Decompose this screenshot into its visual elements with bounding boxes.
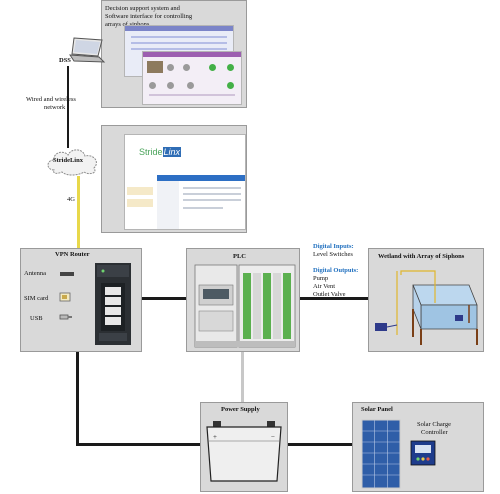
solar-panel-icon: [361, 419, 401, 489]
dss-indicator-3: [209, 64, 216, 71]
wetland-title: Wetland with Array of Siphons: [378, 253, 465, 260]
plc-to-wetland-link: [300, 297, 368, 300]
power-to-solar-link: [288, 443, 352, 446]
stridelinx-panel: StrideLinx: [101, 125, 247, 233]
plc-title: PLC: [233, 253, 246, 260]
cloud-icon: [47, 149, 97, 176]
laptop-icon: [69, 37, 106, 63]
wetland-tank-illustration: [375, 270, 478, 345]
dss-indicator-2: [183, 64, 190, 71]
dss-indicator-7: [187, 82, 194, 89]
usb-label: USB: [30, 315, 43, 322]
link-label-line2: network: [44, 104, 66, 111]
cloud-label: StrideLinx: [53, 157, 83, 164]
digital-outputs-item-outlet-valve: Outlet Valve: [313, 291, 346, 298]
antenna-label: Antenna: [24, 270, 47, 277]
simcard-icon: [59, 292, 71, 302]
svg-text:−: −: [271, 433, 275, 441]
dss-caption-line2: Software interface for controlling: [105, 13, 193, 20]
stridelinx-screen: StrideLinx: [124, 134, 246, 230]
router-device: [95, 263, 131, 345]
solar-panel-box: Solar Panel Solar Charge Controller: [352, 402, 484, 492]
plc-box: PLC: [186, 248, 300, 352]
dss-label: DSS: [59, 57, 71, 64]
digital-inputs-item: Level Switches: [313, 251, 353, 258]
charge-controller-label-line1: Solar Charge: [417, 421, 451, 428]
dss-indicator-6: [167, 82, 174, 89]
digital-outputs-title: Digital Outputs:: [313, 267, 359, 274]
plc-device: [194, 264, 296, 348]
wetland-box: Wetland with Array of Siphons: [368, 248, 484, 352]
vpn-router-box: VPN Router Antenna SIM card USB: [20, 248, 142, 352]
cellular-link: [77, 176, 80, 248]
svg-text:+: +: [213, 433, 217, 441]
dss-indicator-5: [149, 82, 156, 89]
dss-indicator-4: [227, 64, 234, 71]
link-label-line1: Wired and wireless: [26, 96, 76, 103]
power-supply-box: Power Supply + −: [200, 402, 288, 492]
router-to-power-link-vertical: [76, 352, 79, 446]
router-to-power-link-horizontal: [76, 443, 200, 446]
stridelinx-logo: StrideLinx: [139, 147, 182, 157]
dss-indicator-1: [167, 64, 174, 71]
dss-caption-line3: arrays of siphons: [105, 21, 149, 28]
dss-indicator-8: [227, 82, 234, 89]
router-to-plc-link: [142, 297, 186, 300]
vpn-router-title: VPN Router: [55, 251, 90, 258]
dss-to-cloud-link: [67, 66, 69, 148]
cellular-label: 4G: [67, 196, 75, 203]
charge-controller-icon: [410, 440, 436, 466]
dss-caption-line1: Decision support system and: [105, 5, 180, 12]
dss-software-panel: Decision support system and Software int…: [101, 0, 247, 108]
plc-to-power-link: [241, 352, 244, 402]
digital-outputs-item-air-vent: Air Vent: [313, 283, 336, 290]
usb-icon: [59, 314, 72, 320]
antenna-icon: [60, 272, 74, 276]
battery-icon: + −: [206, 421, 282, 482]
charge-controller-label-line2: Controller: [421, 429, 448, 436]
dss-window-front: [142, 51, 242, 105]
solar-panel-title: Solar Panel: [361, 406, 393, 413]
simcard-label: SIM card: [24, 295, 49, 302]
dss-photo: [147, 61, 163, 73]
digital-inputs-title: Digital Inputs:: [313, 243, 354, 250]
power-supply-title: Power Supply: [221, 406, 260, 413]
digital-outputs-item-pump: Pump: [313, 275, 329, 282]
